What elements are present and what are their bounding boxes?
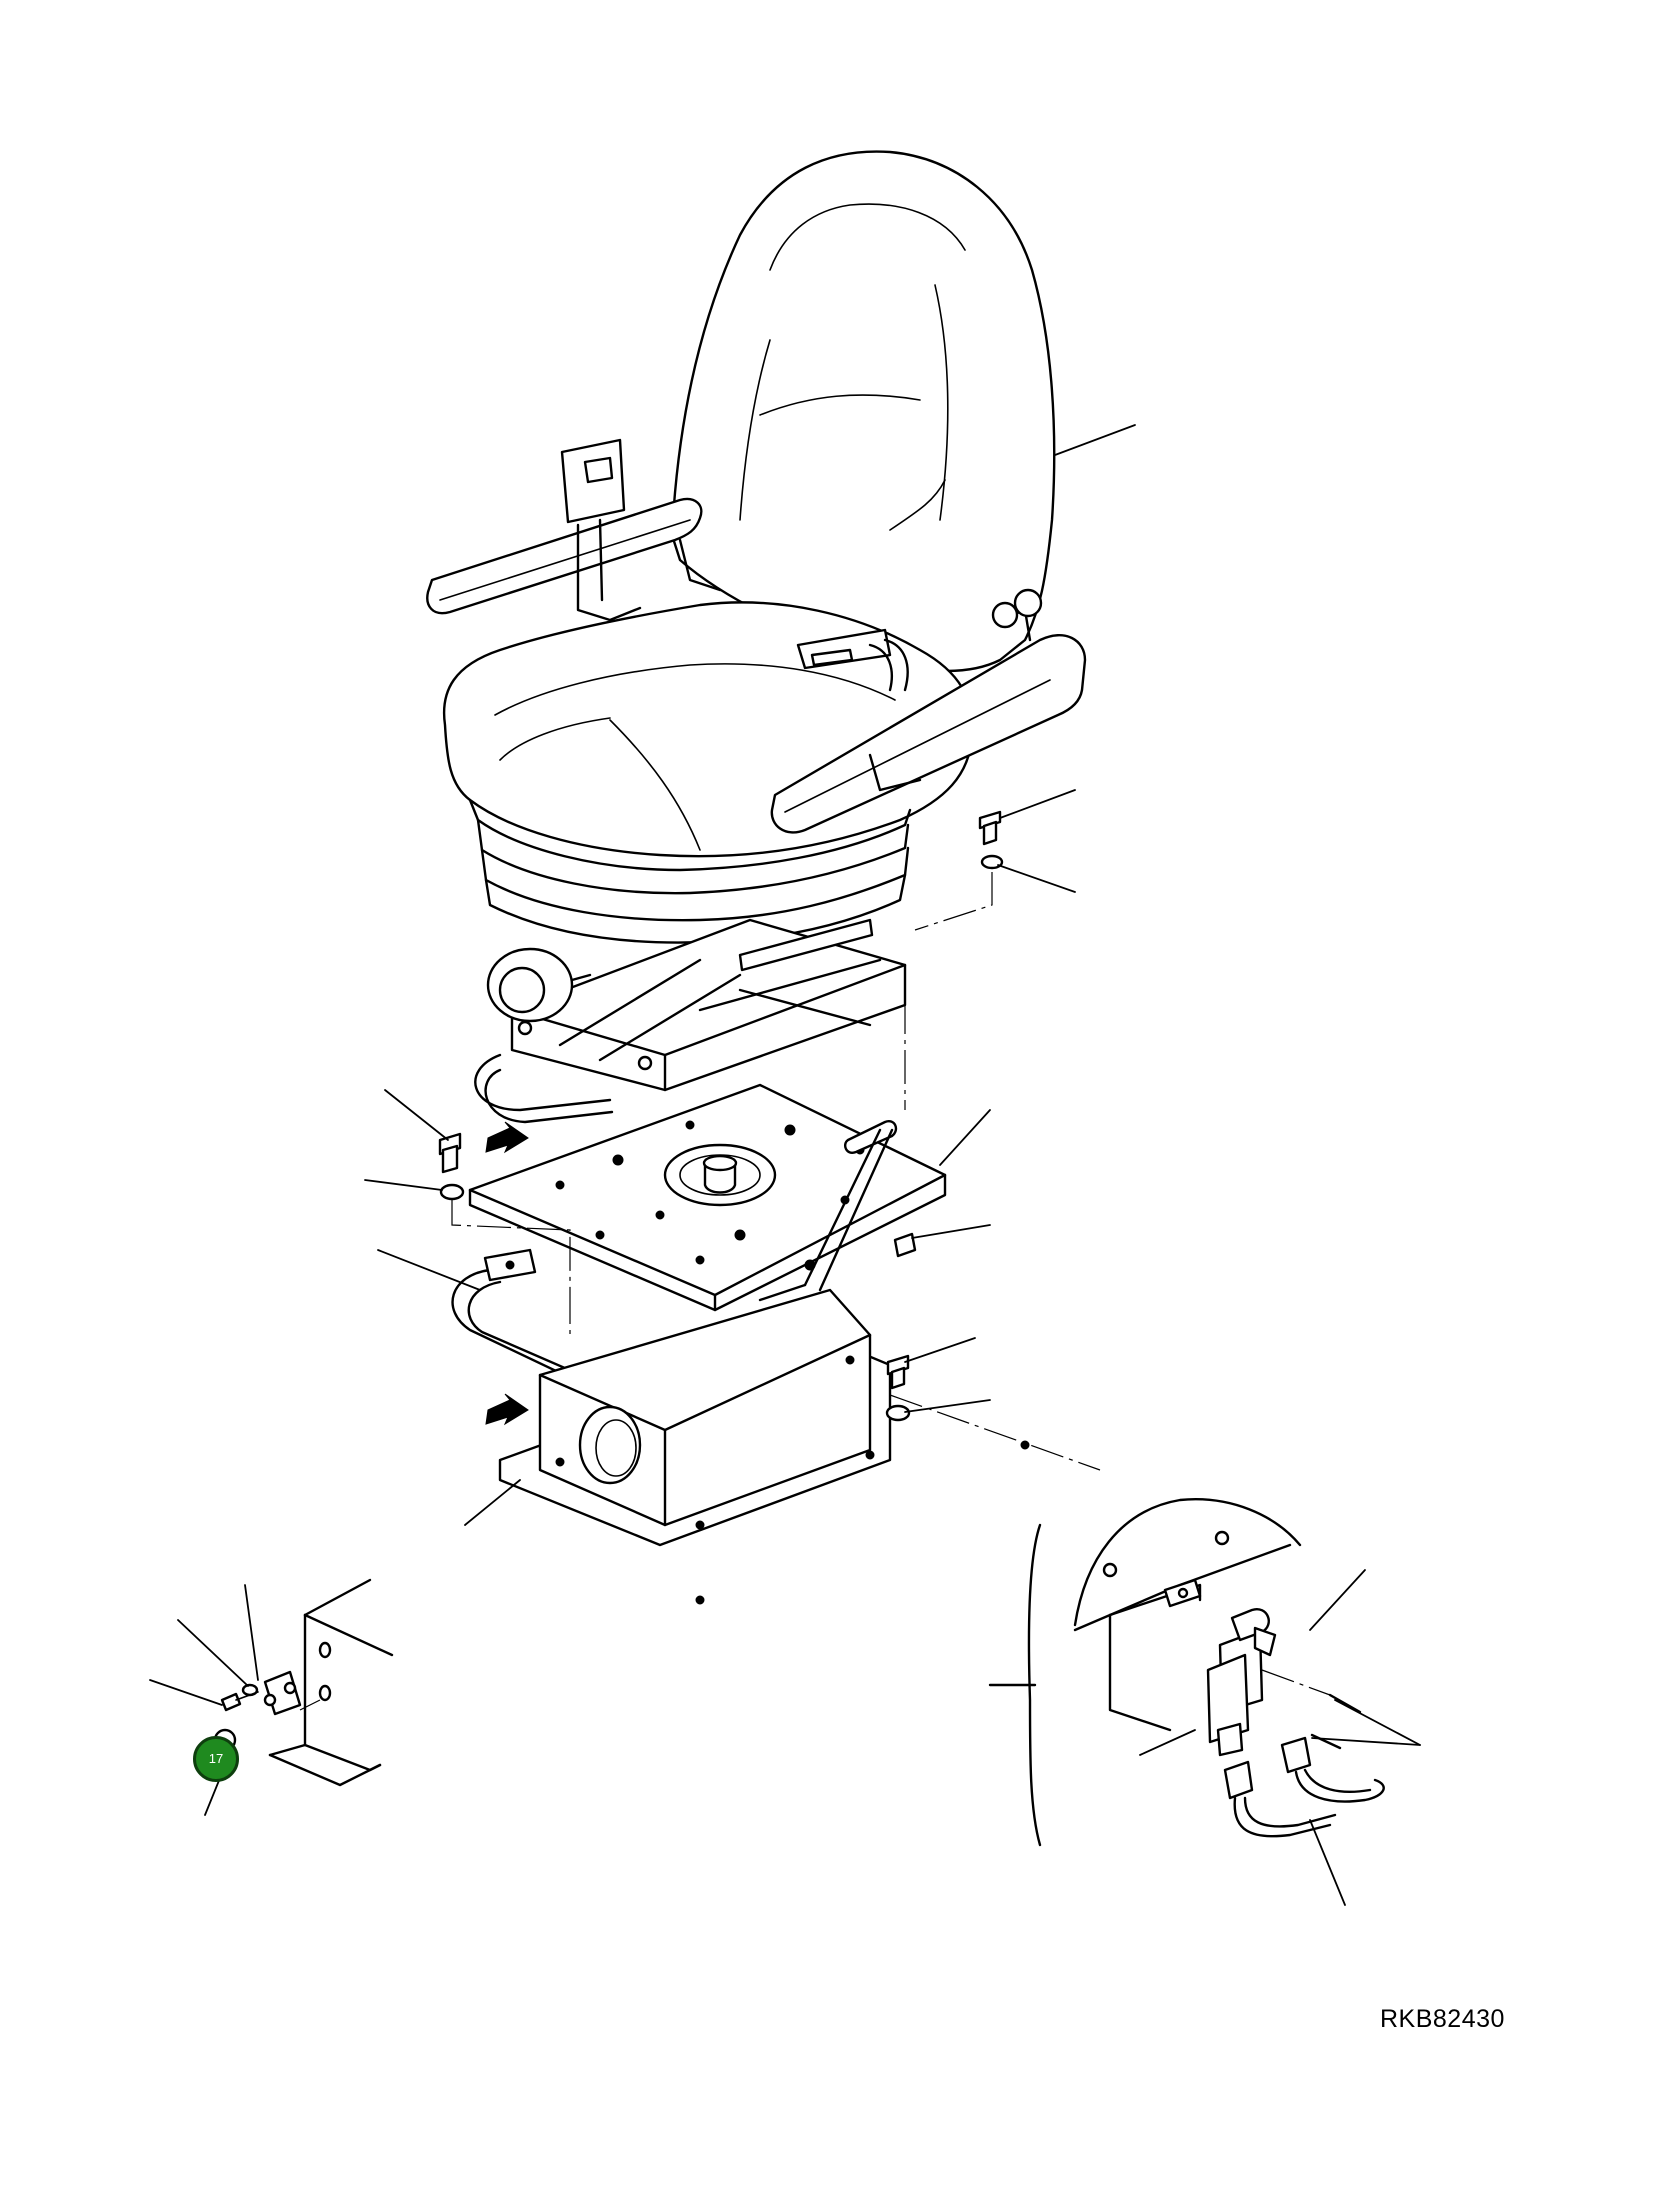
- direction-arrows: [485, 1121, 529, 1426]
- seat-backrest: [670, 150, 1136, 673]
- suspension-mechanism: [474, 918, 907, 1124]
- leader-base-box: [464, 1479, 521, 1526]
- swivel-plate: [468, 1083, 991, 1312]
- leader-slide-bar: [377, 1249, 481, 1291]
- fasteners: [364, 789, 1076, 1422]
- drawing-code-label: RKB82430: [1380, 2005, 1505, 2033]
- callout-17-badge[interactable]: 17: [193, 1736, 239, 1782]
- switch-harness-detail: [988, 1498, 1421, 1906]
- leader-swivel-plate: [939, 1109, 991, 1166]
- right-armrest: [770, 588, 1087, 834]
- mount-bracket-detail: [149, 1578, 394, 1816]
- leader-backrest: [1054, 424, 1136, 456]
- left-armrest: [426, 438, 722, 622]
- seat-base-box: [464, 1288, 1101, 1605]
